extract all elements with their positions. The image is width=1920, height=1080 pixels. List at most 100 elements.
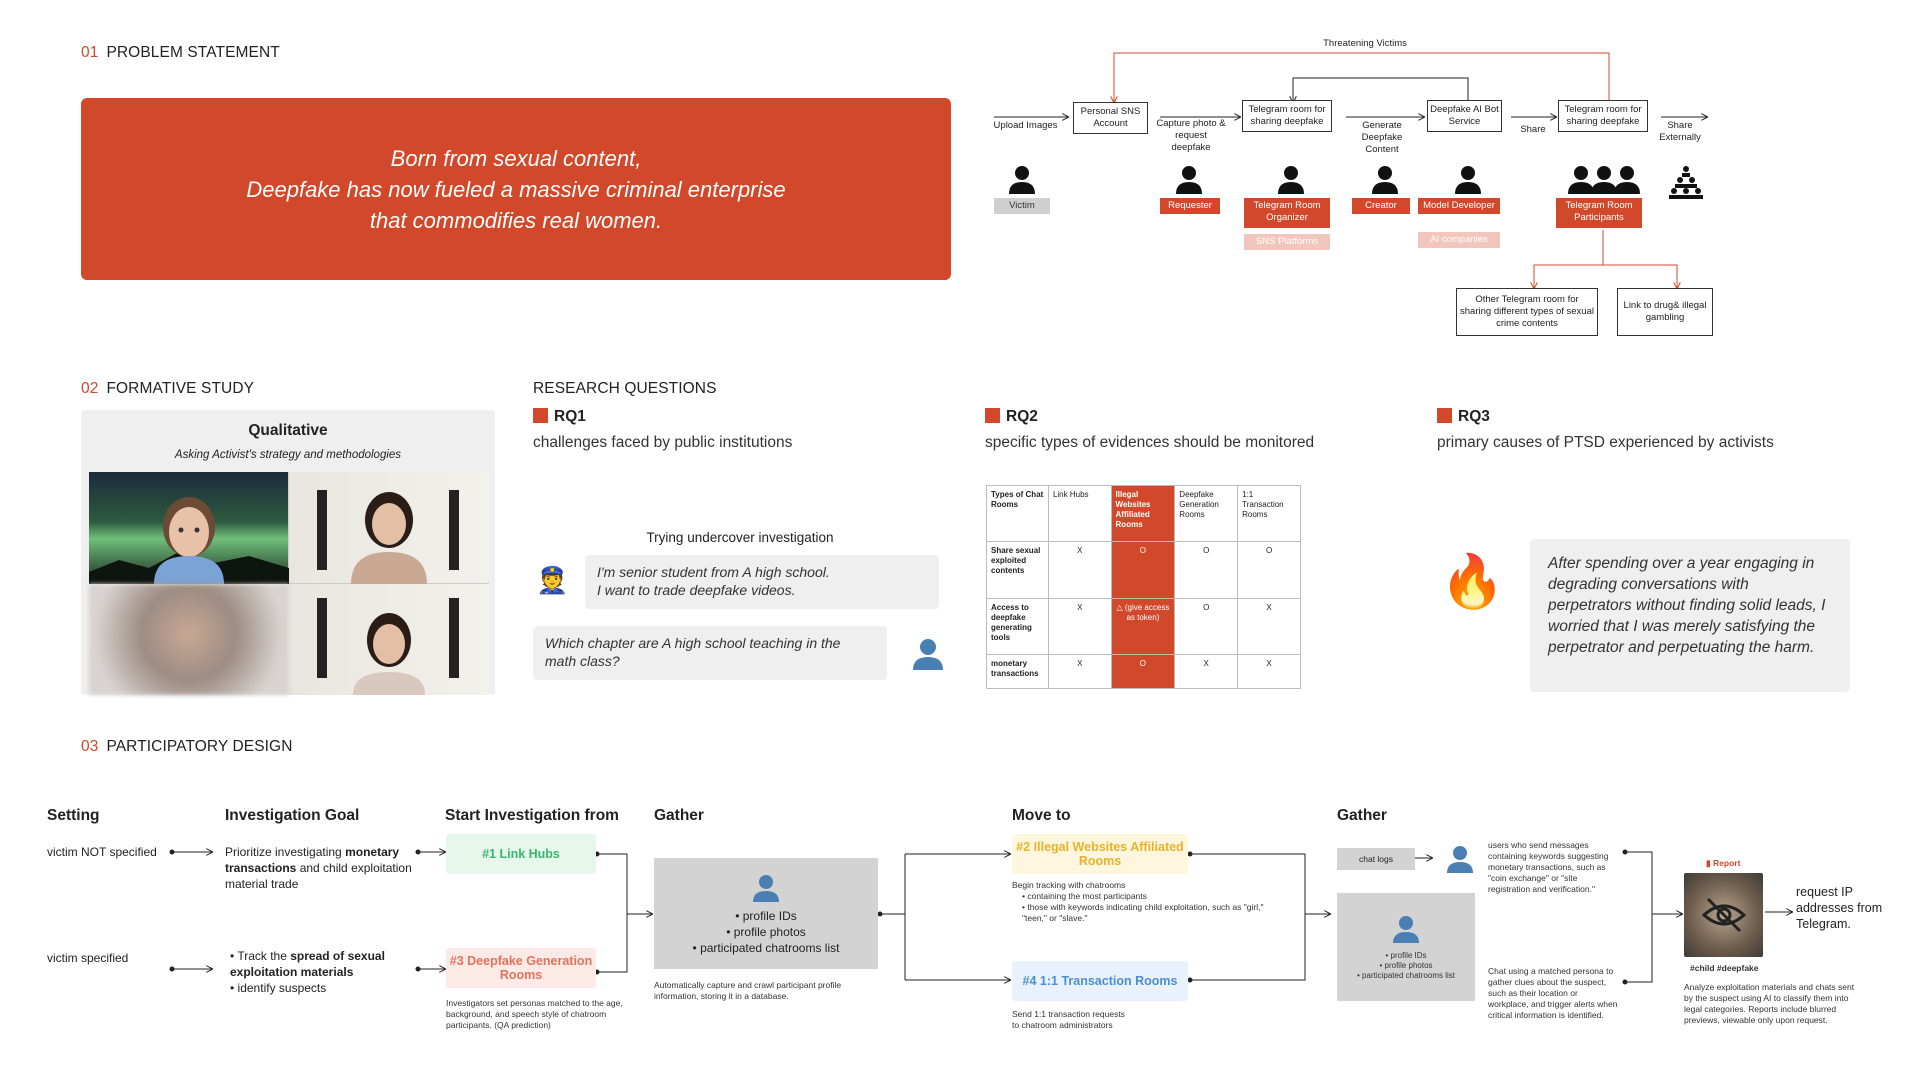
chat-bubble-suspect: Which chapter are A high school teaching…: [533, 626, 887, 680]
gather-box: profile IDs profile photos participated …: [654, 858, 878, 969]
table-header: 1:1 Transaction Rooms: [1237, 484, 1301, 543]
blurred-preview[interactable]: [1684, 873, 1763, 957]
setting-victim-specified: victim specified: [47, 951, 129, 965]
participant-tile-blurred: [89, 584, 289, 695]
other-telegram-room-node: Other Telegram room for sharing differen…: [1456, 288, 1598, 336]
table-cell: Access to deepfake generating tools: [986, 597, 1049, 655]
table-cell: O: [1174, 597, 1239, 655]
persona-note: Chat using a matched persona to gather c…: [1488, 966, 1618, 1020]
table-cell: Share sexual exploited contents: [986, 541, 1049, 599]
participant-tile-woman2: [289, 584, 489, 695]
person-icon: [1455, 166, 1481, 194]
qualitative-title: Qualitative: [248, 422, 328, 439]
section-03-title: 03 PARTICIPATORY DESIGN: [81, 738, 293, 756]
table-row: Access to deepfake generating tools X △ …: [986, 597, 1301, 655]
goal-2: Track the spread of sexual exploitation …: [230, 948, 420, 996]
chat-bubble-undercover: I'm senior student from A high school. I…: [585, 555, 939, 609]
table-header-highlight: Illegal Websites Affiliated Rooms: [1110, 484, 1176, 543]
table-row: Share sexual exploited contents X O O O: [986, 541, 1301, 599]
pd-connectors: [169, 820, 1920, 985]
chat-logs-box: chat logs: [1337, 848, 1415, 870]
memoji-avatar-icon: [89, 497, 289, 584]
person-icon: [1591, 166, 1617, 194]
table-cell: X: [1047, 541, 1112, 599]
banner-line: that commodifies real women.: [369, 207, 663, 233]
column-setting: Setting: [47, 807, 100, 824]
rq1-header: RQ1: [533, 408, 586, 426]
crowd-icon: [1669, 166, 1703, 199]
section-number: 03: [81, 738, 99, 755]
goal-text: and child exploitation material trade: [225, 861, 412, 891]
section-number: 02: [81, 380, 99, 397]
table-cell: X: [1174, 653, 1239, 690]
video-call-grid: [89, 472, 489, 695]
goal-text-bold: spread of sexual exploitation materials: [230, 949, 385, 979]
goal-text-bold: monetary transactions: [225, 845, 400, 875]
column-start: Start Investigation from: [445, 807, 619, 824]
role-requester: Requester: [1160, 198, 1220, 214]
rq-label: RQ1: [554, 408, 586, 425]
section-label: PROBLEM STATEMENT: [106, 44, 280, 61]
flow-connectors: [994, 52, 1920, 360]
share-externally-label: Share Externally: [1659, 120, 1701, 143]
goal-text: Prioritize investigating: [225, 845, 346, 859]
role-creator: Creator: [1352, 198, 1410, 214]
table-header: Link Hubs: [1047, 484, 1112, 543]
telegram-room-node-2: Telegram room for sharing deepfake: [1558, 100, 1648, 132]
table-cell: X: [1237, 653, 1301, 690]
transaction-note: Send 1:1 transaction requests to chatroo…: [1012, 1009, 1125, 1030]
activist-quote-bubble: After spending over a year engaging in d…: [1530, 539, 1850, 692]
gather-item: participated chatrooms list: [1357, 971, 1455, 981]
drug-gambling-node: Link to drug& illegal gambling: [1617, 288, 1713, 336]
qualitative-subtitle: Asking Activist's strategy and methodolo…: [174, 449, 402, 461]
section-label: PARTICIPATORY DESIGN: [106, 738, 293, 755]
participant-photo-icon: [317, 490, 459, 584]
table-cell: X: [1237, 597, 1301, 655]
threatening-victims-label: Threatening Victims: [1323, 38, 1407, 49]
table-row: monetary transactions X O X X: [986, 653, 1301, 690]
table-cell-highlight: O: [1110, 653, 1176, 690]
ai-bot-node: Deepfake AI Bot Service: [1427, 100, 1502, 132]
column-gather-2: Gather: [1337, 807, 1387, 824]
rq2-text: specific types of evidences should be mo…: [985, 434, 1315, 451]
table-cell: monetary transactions: [986, 653, 1049, 690]
person-icon: [1176, 166, 1202, 194]
report-label: ▮ Report: [1706, 858, 1740, 869]
chat-line: math class?: [545, 653, 620, 669]
banner-line: Born from sexual content,: [390, 145, 642, 171]
gather-list-2: profile IDs profile photos participated …: [1357, 951, 1455, 981]
generate-content-label: Generate Deepfake Content: [1361, 120, 1403, 155]
rq3-text: primary causes of PTSD experienced by ac…: [1437, 434, 1774, 451]
person-icon: [753, 874, 779, 902]
share-label: Share: [1520, 124, 1546, 135]
goal-item: identify suspects: [230, 980, 420, 996]
table-cell: X: [1047, 597, 1112, 655]
person-icon: [1614, 166, 1640, 194]
rq-label: RQ2: [1006, 408, 1038, 425]
gather-item: profile photos: [1357, 961, 1455, 971]
setting-victim-not-specified: victim NOT specified: [47, 845, 157, 859]
tag-link-hubs: #1 Link Hubs: [446, 834, 596, 874]
person-icon: [1393, 916, 1419, 943]
research-questions-title: RESEARCH QUESTIONS: [533, 380, 717, 397]
section-label: FORMATIVE STUDY: [106, 380, 255, 397]
police-officer-icon: 👮: [536, 565, 569, 595]
tag-deepfake-generation: #3 Deepfake Generation Rooms: [446, 948, 596, 988]
gather-item: profile IDs: [1357, 951, 1455, 961]
goal-item: Track the spread of sexual exploitation …: [230, 948, 420, 980]
gather-list: profile IDs profile photos participated …: [693, 908, 839, 956]
table-header: Deepfake Generation Rooms: [1174, 484, 1239, 543]
role-participants: Telegram Room Participants: [1556, 198, 1642, 228]
gather-box-2: profile IDs profile photos participated …: [1337, 893, 1475, 1001]
undercover-label: Trying undercover investigation: [646, 530, 834, 545]
chatroom-evidence-table: Types of Chat Rooms Link Hubs Illegal We…: [986, 484, 1301, 690]
table-cell: O: [1237, 541, 1301, 599]
move-note-line: Begin tracking with chatrooms: [1012, 880, 1126, 890]
role-ai-companies: AI companies: [1418, 232, 1500, 248]
table-cell: O: [1174, 541, 1239, 599]
qualitative-panel: Qualitative Asking Activist's strategy a…: [81, 410, 495, 695]
report-icon: ▮: [1706, 858, 1714, 868]
generation-note: Investigators set personas matched to th…: [446, 998, 623, 1030]
table-cell-highlight: O: [1110, 541, 1176, 599]
